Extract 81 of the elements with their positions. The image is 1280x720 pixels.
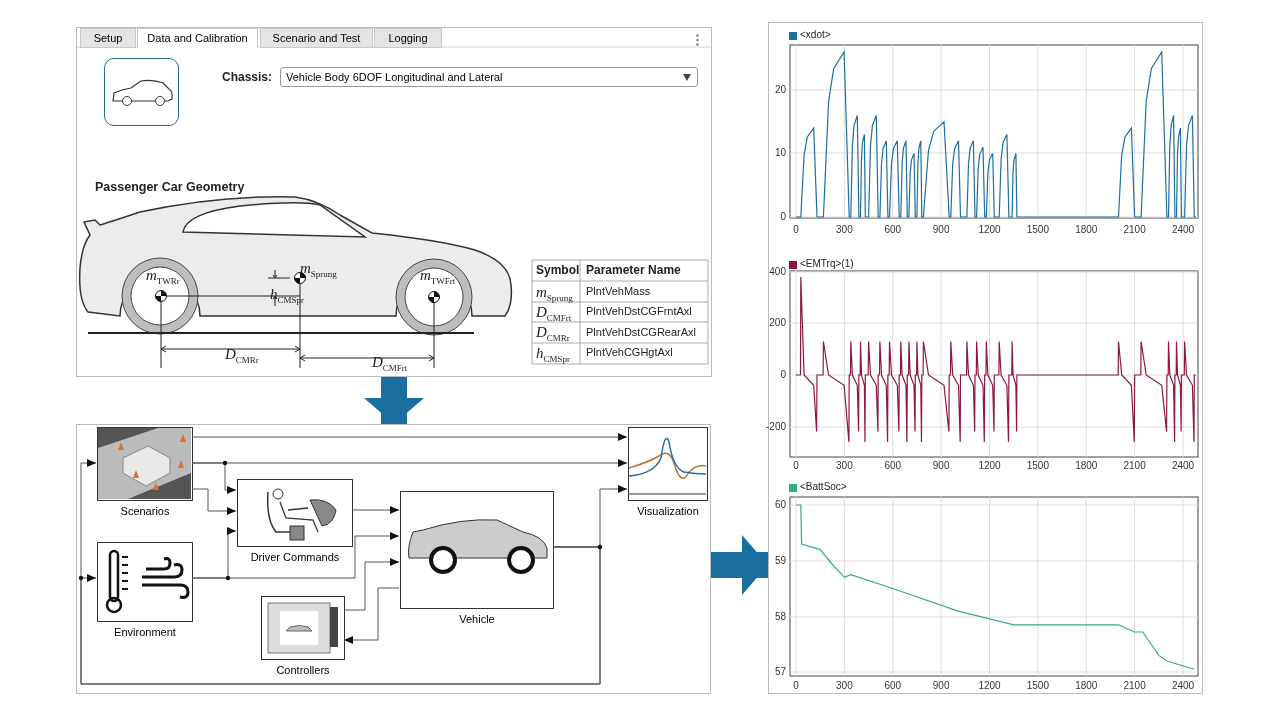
signal-line <box>343 558 400 611</box>
block-label: Environment <box>114 626 176 638</box>
active-tab: Data and Calibration <box>137 28 258 48</box>
parameter-name: PlntVehDstCGFrntAxl <box>586 305 692 319</box>
signal-line <box>191 488 237 515</box>
block-label: Scenarios <box>120 505 170 517</box>
axis-tick-label: 2400 <box>1171 460 1195 472</box>
axis-tick-label: 300 <box>836 460 853 472</box>
legend-label: <EMTrq>(1) <box>800 258 854 270</box>
axis-tick-label: 10 <box>774 147 786 159</box>
axis-tick-label: 20 <box>774 84 786 96</box>
axis-tick-label: 1200 <box>978 680 1001 692</box>
symbol-label: m$_{Sprung}$ <box>536 283 573 304</box>
signal-line <box>351 506 400 514</box>
panel-frame <box>76 424 711 694</box>
table-header: Parameter Name <box>586 263 681 278</box>
axis-tick-label: 1200 <box>978 460 1001 472</box>
axis-tick-label: 1500 <box>1026 680 1049 692</box>
symbol-label: D$_{CMRr}$ <box>225 345 259 366</box>
axis-tick-label: 0 <box>793 460 799 472</box>
axis-tick-label: 600 <box>884 680 902 692</box>
axis-tick-label: 1800 <box>1075 460 1098 472</box>
axis-tick-label: 300 <box>836 224 853 236</box>
signal-line <box>80 546 601 685</box>
axis-tick-label: 1200 <box>978 224 1001 236</box>
signal-line <box>191 462 237 494</box>
parameter-name: PlntVehDstCGRearAxl <box>586 326 697 340</box>
axis-tick-label: 2100 <box>1123 460 1146 472</box>
axis-tick-label: 59 <box>774 555 786 567</box>
flow-arrow <box>364 377 424 424</box>
axis-tick-label: 900 <box>932 680 950 692</box>
symbol-label: D$_{CMFrt}$ <box>372 353 408 374</box>
table-header: Symbol <box>536 263 580 278</box>
axis-tick-label: 400 <box>769 266 786 278</box>
tab: Scenario and Test <box>260 28 373 48</box>
axis-tick-label: 300 <box>836 680 853 692</box>
axis-tick-label: 900 <box>932 460 950 472</box>
axis-tick-label: 60 <box>774 499 786 511</box>
symbol-label: h$_{CMSpr}$ <box>536 344 570 365</box>
legend-label: <BattSoc> <box>800 481 847 493</box>
legend-label: <xdot> <box>800 29 831 41</box>
axis-tick-label: 2100 <box>1123 224 1146 236</box>
section-heading: Passenger Car Geometry <box>95 180 245 195</box>
axis-tick-label: 1800 <box>1075 680 1098 692</box>
block-label: Driver Commands <box>250 551 340 563</box>
signal-line <box>191 433 628 441</box>
axis-tick-label: 0 <box>780 211 786 223</box>
axis-tick-label: 58 <box>774 611 786 623</box>
axis-tick-label: 200 <box>769 317 786 329</box>
axis-tick-label: 2100 <box>1123 680 1146 692</box>
axis-tick-label: 1500 <box>1026 224 1049 236</box>
block-label: Visualization <box>637 505 699 517</box>
axis-tick-label: 0 <box>793 224 799 236</box>
axis-tick-label: 900 <box>932 224 950 236</box>
axis-tick-label: 1800 <box>1075 224 1098 236</box>
parameter-name: PlntVehCGHgtAxl <box>586 346 673 360</box>
signal-line <box>343 587 400 644</box>
tab: Logging <box>374 28 442 48</box>
signal-line <box>191 532 400 579</box>
axis-tick-label: -200 <box>766 421 786 433</box>
block-label: Vehicle <box>459 613 495 625</box>
axis-tick-label: 0 <box>793 680 799 692</box>
field-label: Chassis: <box>222 70 273 85</box>
symbol-label: m$_{TWRr}$ <box>146 266 180 287</box>
symbol-label: m$_{TWFrt}$ <box>420 266 456 287</box>
symbol-label: h$_{CMSpr}$ <box>270 285 304 306</box>
symbol-label: m$_{Sprung}$ <box>300 259 337 280</box>
parameter-name: PlntVehMass <box>586 285 651 299</box>
axis-tick-label: 600 <box>884 460 902 472</box>
symbol-label: D$_{CMRr}$ <box>536 323 570 344</box>
tab: Setup <box>80 28 136 48</box>
block-label: Controllers <box>276 664 330 676</box>
dropdown: Vehicle Body 6DOF Longitudinal and Lateral <box>280 67 698 87</box>
axis-tick-label: 1500 <box>1026 460 1049 472</box>
axis-tick-label: 0 <box>780 369 786 381</box>
symbol-label: D$_{CMFrt}$ <box>536 303 572 324</box>
flow-arrow <box>711 535 768 595</box>
axis-tick-label: 57 <box>774 666 786 678</box>
axis-tick-label: 2400 <box>1171 680 1195 692</box>
axis-tick-label: 600 <box>884 224 902 236</box>
axis-tick-label: 2400 <box>1171 224 1195 236</box>
